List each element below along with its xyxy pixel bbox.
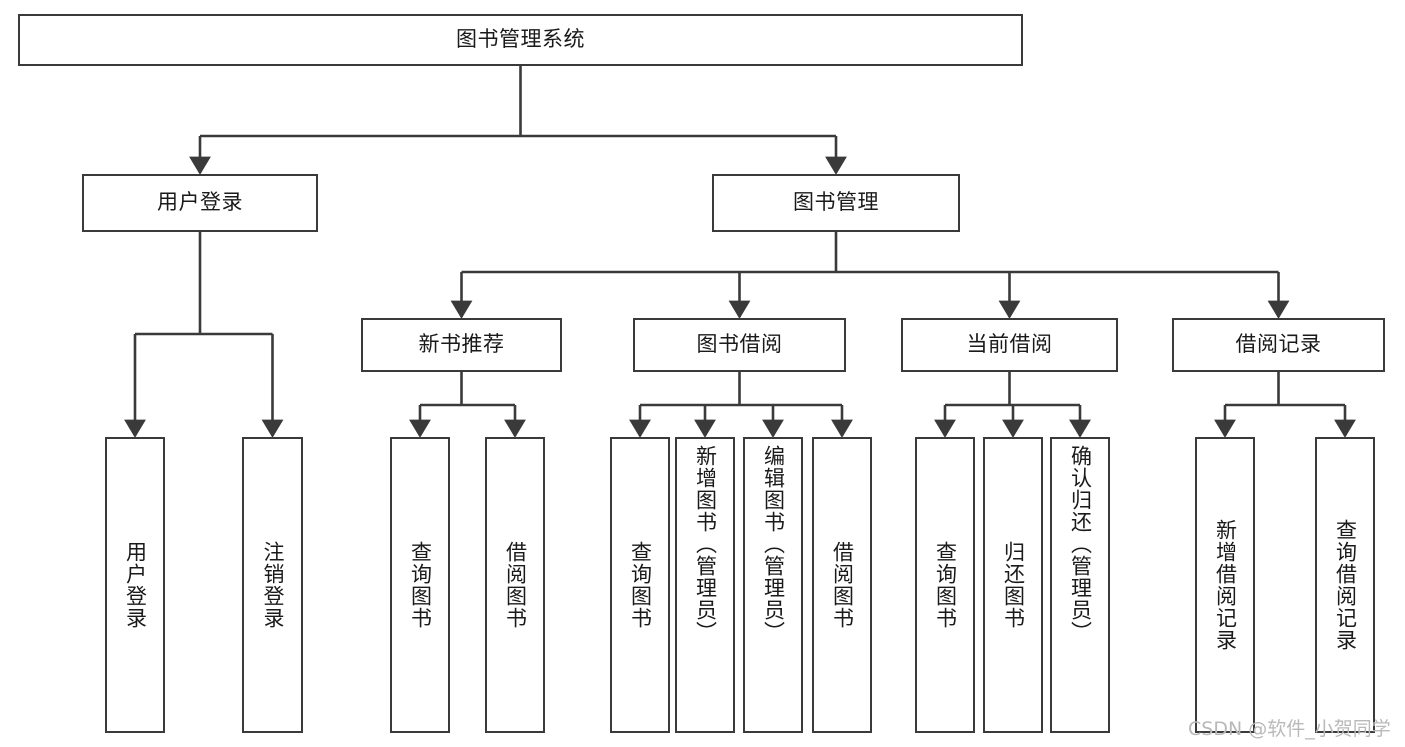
node-label-leaf-query-books-2: 查询图书 — [628, 541, 653, 629]
node-current-borrow[interactable]: 当前借阅 — [901, 318, 1118, 372]
node-book-manage[interactable]: 图书管理 — [712, 174, 960, 232]
node-book-borrow[interactable]: 图书借阅 — [633, 318, 846, 372]
node-label-root: 图书管理系统 — [456, 27, 585, 52]
node-label-leaf-return-book: 归还图书 — [1001, 541, 1026, 629]
node-leaf-query-books-1[interactable]: 查询图书 — [390, 437, 450, 733]
node-label-leaf-edit-book: 编辑图书（管理员） — [761, 445, 786, 643]
node-leaf-user-login[interactable]: 用户登录 — [105, 437, 165, 733]
node-label-leaf-confirm-return: 确认归还（管理员） — [1068, 445, 1093, 643]
node-leaf-borrow-books-1[interactable]: 借阅图书 — [485, 437, 545, 733]
node-label-current-borrow: 当前借阅 — [966, 332, 1053, 357]
node-label-book-borrow: 图书借阅 — [696, 332, 783, 357]
watermark-text: CSDN @软件_小贺同学 — [1188, 718, 1391, 740]
node-label-leaf-borrow-books-2: 借阅图书 — [830, 541, 855, 629]
node-borrow-record[interactable]: 借阅记录 — [1172, 318, 1385, 372]
edge-paths — [124, 66, 1356, 438]
node-label-leaf-borrow-books-1: 借阅图书 — [503, 541, 528, 629]
node-leaf-confirm-return[interactable]: 确认归还（管理员） — [1050, 437, 1110, 733]
node-new-book-rec[interactable]: 新书推荐 — [361, 318, 562, 372]
node-label-leaf-query-books-1: 查询图书 — [408, 541, 433, 629]
node-root[interactable]: 图书管理系统 — [18, 14, 1023, 66]
node-label-leaf-query-record: 查询借阅记录 — [1333, 519, 1358, 651]
node-leaf-query-books-2[interactable]: 查询图书 — [610, 437, 670, 733]
node-leaf-add-book[interactable]: 新增图书（管理员） — [675, 437, 735, 733]
node-label-new-book-rec: 新书推荐 — [418, 332, 505, 357]
node-label-leaf-add-book: 新增图书（管理员） — [693, 445, 718, 643]
node-label-leaf-add-record: 新增借阅记录 — [1213, 519, 1238, 651]
node-leaf-query-books-3[interactable]: 查询图书 — [915, 437, 975, 733]
node-leaf-logout[interactable]: 注销登录 — [242, 437, 303, 733]
node-label-leaf-logout: 注销登录 — [261, 541, 285, 629]
node-leaf-edit-book[interactable]: 编辑图书（管理员） — [743, 437, 803, 733]
node-label-book-manage: 图书管理 — [793, 190, 879, 215]
node-leaf-borrow-books-2[interactable]: 借阅图书 — [812, 437, 872, 733]
node-leaf-query-record[interactable]: 查询借阅记录 — [1315, 437, 1375, 733]
node-label-leaf-query-books-3: 查询图书 — [933, 541, 958, 629]
node-label-borrow-record: 借阅记录 — [1235, 332, 1322, 357]
node-leaf-add-record[interactable]: 新增借阅记录 — [1195, 437, 1255, 733]
node-user-login[interactable]: 用户登录 — [82, 174, 318, 232]
node-leaf-return-book[interactable]: 归还图书 — [983, 437, 1043, 733]
node-label-user-login: 用户登录 — [157, 190, 243, 215]
node-label-leaf-user-login: 用户登录 — [123, 541, 148, 629]
